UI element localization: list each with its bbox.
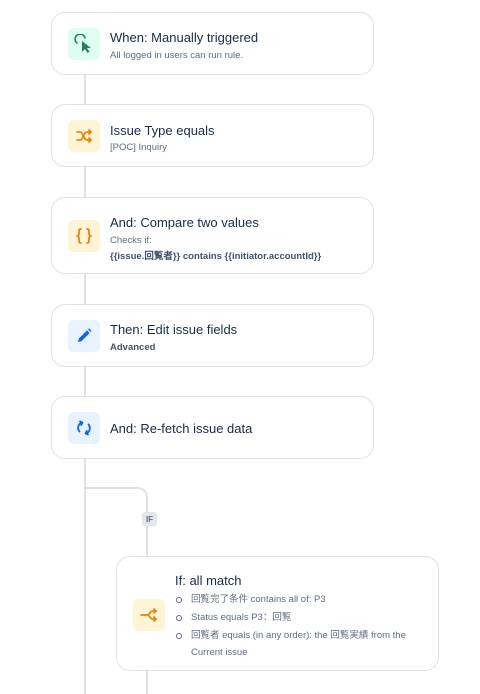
cursor-click-icon (68, 28, 100, 60)
bullet-icon (176, 633, 182, 639)
step-title: Issue Type equals (110, 123, 215, 138)
bullet-icon (176, 615, 182, 621)
step-subtitle: [POC] Inquiry (110, 142, 168, 153)
bullet-icon (176, 597, 182, 603)
branch-title: If: all match (175, 573, 242, 588)
if-all-match-card[interactable] (116, 556, 439, 671)
step-title: Then: Edit issue fields (110, 322, 238, 337)
edit-issue-action-card[interactable]: Then: Edit issue fields Advanced (51, 304, 374, 367)
step-detail: {{issue.回覧者}} contains {{initiator.accou… (110, 251, 322, 262)
refetch-issue-action-card[interactable]: And: Re-fetch issue data (51, 396, 374, 459)
step-title: And: Re-fetch issue data (110, 421, 253, 436)
condition-item: 回覧者 equals (in any order): the 回覧実績 from… (175, 628, 423, 661)
refresh-icon (68, 412, 100, 444)
condition-list: 回覧完了条件 contains all of: P3 Status equals… (175, 592, 423, 663)
connector-branch-curve (84, 487, 148, 527)
compare-values-card[interactable]: And: Compare two values Checks if: {{iss… (51, 197, 374, 274)
step-subtitle: All logged in users can run rule. (110, 50, 244, 61)
curly-braces-icon (68, 220, 100, 252)
issue-type-condition-card[interactable]: Issue Type equals [POC] Inquiry (51, 104, 374, 167)
step-title: When: Manually triggered (110, 30, 259, 45)
branch-icon (133, 599, 165, 631)
condition-item: Status equals P3：回覧 (175, 610, 423, 627)
step-title: And: Compare two values (110, 215, 259, 230)
connector-line-main (84, 74, 86, 694)
condition-item: 回覧完了条件 contains all of: P3 (175, 592, 423, 609)
if-branch-badge: IF (142, 512, 157, 526)
shuffle-icon (68, 120, 100, 152)
step-subtitle: Checks if: (110, 235, 152, 246)
step-subtitle: Advanced (110, 342, 156, 353)
trigger-card[interactable]: When: Manually triggered All logged in u… (51, 12, 374, 75)
pencil-icon (68, 320, 100, 352)
